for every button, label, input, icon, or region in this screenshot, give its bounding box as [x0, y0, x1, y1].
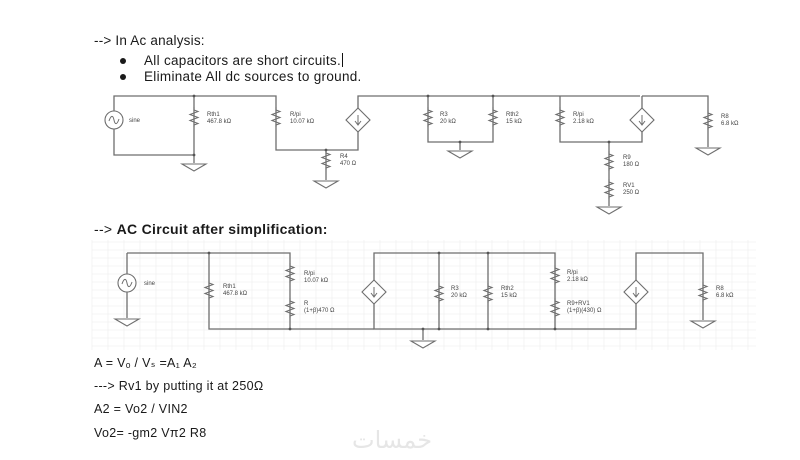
- rv1-value: 250 Ω: [623, 190, 640, 196]
- r8-value: 6.8 kΩ: [716, 293, 734, 299]
- rpi1-value: 10.07 kΩ: [290, 119, 315, 125]
- section-heading-simplified: --> AC Circuit after simplification:: [94, 221, 328, 237]
- re1-name: R: [304, 301, 309, 307]
- list-item: All capacitors are short circuits.: [118, 53, 362, 69]
- rpi2-name: R/pi: [567, 270, 578, 276]
- rules-list: All capacitors are short circuits. Elimi…: [118, 53, 362, 85]
- wire: [555, 252, 704, 330]
- r9-name: R9: [623, 155, 631, 161]
- r8-name: R8: [721, 114, 729, 120]
- r3-name: R3: [440, 112, 448, 118]
- ac-circuit-diagram: sine Rth1 467.8 kΩ R/pi 10.07 kΩ R4 470 …: [104, 94, 739, 215]
- rth2-value: 15 kΩ: [501, 293, 517, 299]
- source-label: sine: [144, 281, 156, 287]
- dependent-current-source-icon: [361, 279, 387, 305]
- bullet-icon: [120, 74, 126, 80]
- re2-value: (1+β)(430) Ω: [567, 308, 602, 314]
- background-grid: [91, 240, 756, 350]
- r4-value: 470 Ω: [340, 161, 357, 167]
- r3-value: 20 kΩ: [451, 293, 467, 299]
- re2-name: R9+RV1: [567, 301, 590, 307]
- bullet-text: All capacitors are short circuits.: [144, 53, 342, 68]
- equation-a2: A2 = Vo2 / VIN2: [94, 402, 188, 416]
- junction-dots: [192, 94, 611, 157]
- rth2-name: Rth2: [506, 112, 519, 118]
- ground-icon: [690, 320, 716, 329]
- wire: [422, 253, 489, 340]
- note-rv1: ---> Rv1 by putting it at 250Ω: [94, 379, 264, 393]
- bullet-icon: [120, 58, 126, 64]
- junction-dots: [207, 251, 557, 331]
- ground-icon: [410, 340, 436, 349]
- rpi2-value: 2.18 kΩ: [573, 119, 594, 125]
- watermark: خمسات: [352, 426, 433, 454]
- rpi2-name: R/pi: [573, 112, 584, 118]
- rpi1-name: R/pi: [290, 112, 301, 118]
- rpi2-value: 2.18 kΩ: [567, 277, 588, 283]
- equation-vo2: Vo2= -gm2 Vπ2 R8: [94, 426, 207, 440]
- text-cursor: [342, 53, 344, 67]
- heading-arrow: -->: [94, 221, 117, 237]
- r9-value: 180 Ω: [623, 162, 640, 168]
- rth1-value: 467.8 kΩ: [207, 119, 232, 125]
- rth1-name: Rth1: [223, 284, 236, 290]
- r3-value: 20 kΩ: [440, 119, 456, 125]
- rpi1-value: 10.07 kΩ: [304, 278, 329, 284]
- sine-source-icon: [117, 273, 137, 293]
- r4-name: R4: [340, 154, 348, 160]
- r3-name: R3: [451, 286, 459, 292]
- rth2-name: Rth2: [501, 286, 514, 292]
- wire: [127, 252, 291, 330]
- source-label: sine: [129, 118, 141, 124]
- r8-name: R8: [716, 286, 724, 292]
- rpi1-name: R/pi: [304, 271, 315, 277]
- wire: [194, 95, 640, 151]
- re1-value: (1+β)470 Ω: [304, 308, 335, 314]
- r8-value: 6.8 kΩ: [721, 121, 739, 127]
- rth2-value: 15 kΩ: [506, 119, 522, 125]
- dependent-current-source-icon: [623, 279, 649, 305]
- rth1-name: Rth1: [207, 112, 220, 118]
- ground-icon: [114, 318, 140, 327]
- rth1-value: 467.8 kΩ: [223, 291, 248, 297]
- rv1-name: RV1: [623, 183, 635, 189]
- list-item: Eliminate All dc sources to ground.: [118, 69, 362, 85]
- bullet-text: Eliminate All dc sources to ground.: [144, 69, 362, 84]
- section-heading-ac-analysis: --> In Ac analysis:: [94, 33, 205, 48]
- equation-gain: A = Vₒ / Vₛ =A₁ A₂: [94, 356, 198, 370]
- heading-text: AC Circuit after simplification:: [116, 221, 328, 237]
- wire: [373, 252, 556, 330]
